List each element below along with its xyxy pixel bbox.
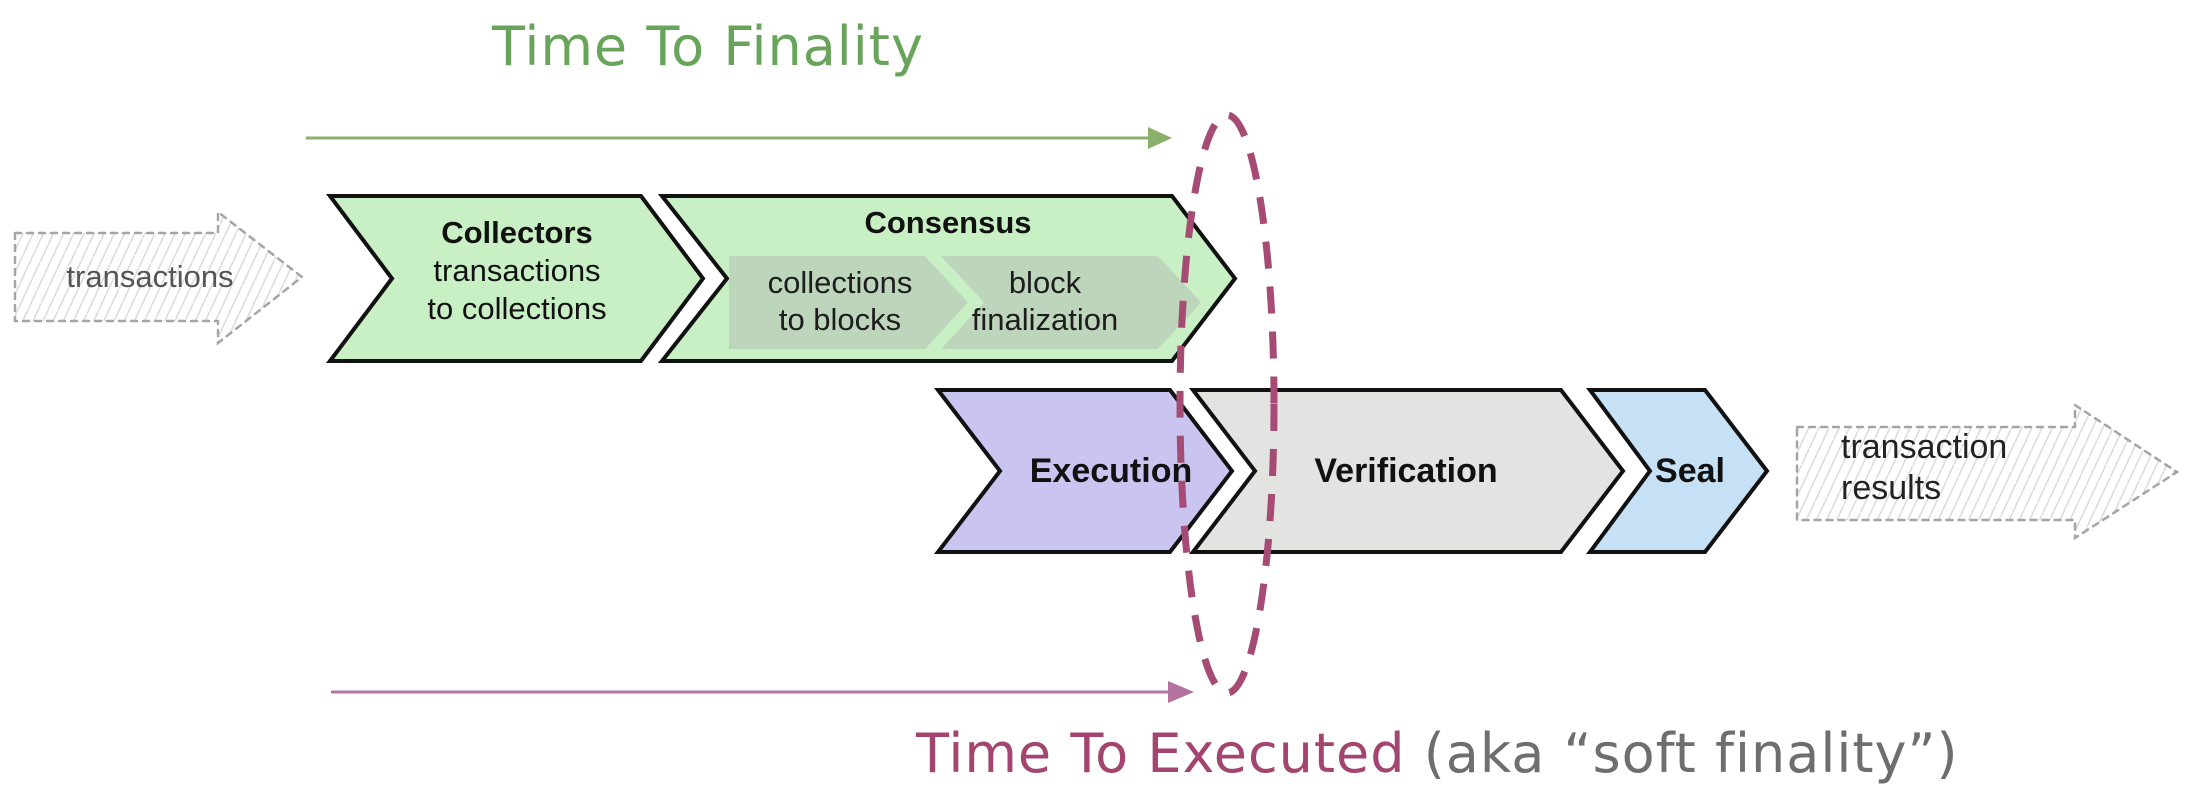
chevron-collectors	[325, 194, 706, 363]
consensus-title: Consensus	[864, 205, 1032, 240]
output-arrow-label-line2: results	[1841, 469, 1942, 507]
block-finalization-line2: finalization	[971, 302, 1119, 337]
input-arrow-shape	[13, 209, 305, 346]
time-to-finality-title: Time To Finality	[492, 15, 924, 78]
block-finalization-label: block finalization	[938, 264, 1152, 338]
execution-label: Execution	[1029, 452, 1193, 490]
subchevron-block-finalization	[941, 256, 1201, 349]
time-to-executed-title: Time To Executed (aka “soft finality”)	[916, 722, 1959, 786]
time-to-finality-arrow	[306, 127, 1172, 149]
output-arrow-label: transaction results	[1841, 427, 2007, 509]
time-to-executed-arrow	[331, 681, 1194, 703]
chevron-execution	[933, 388, 1235, 554]
collectors-line1: transactions	[433, 253, 601, 288]
time-to-executed-text: Time To Executed	[916, 722, 1406, 785]
collections-to-blocks-label: collections to blocks	[733, 264, 947, 338]
collections-to-blocks-line2: to blocks	[778, 302, 902, 337]
output-arrow-shape	[1795, 402, 2180, 541]
collectors-line2: to collections	[427, 291, 607, 326]
chevron-seal	[1586, 388, 1770, 554]
collections-to-blocks-line1: collections	[767, 265, 913, 300]
time-to-executed-arrowhead	[1168, 681, 1194, 703]
input-arrow-label: transactions	[66, 259, 234, 294]
collectors-title: Collectors	[441, 215, 593, 250]
verification-label: Verification	[1314, 452, 1498, 490]
block-finalization-line1: block	[1008, 265, 1082, 300]
collectors-label: Collectors transactions to collections	[377, 214, 657, 328]
time-to-finality-arrowhead	[1148, 127, 1172, 149]
subchevron-collections-to-blocks	[729, 256, 968, 349]
seal-label: Seal	[1655, 452, 1725, 490]
output-arrow-label-line1: transaction	[1841, 428, 2008, 466]
soft-finality-note: (aka “soft finality”)	[1423, 722, 1959, 785]
